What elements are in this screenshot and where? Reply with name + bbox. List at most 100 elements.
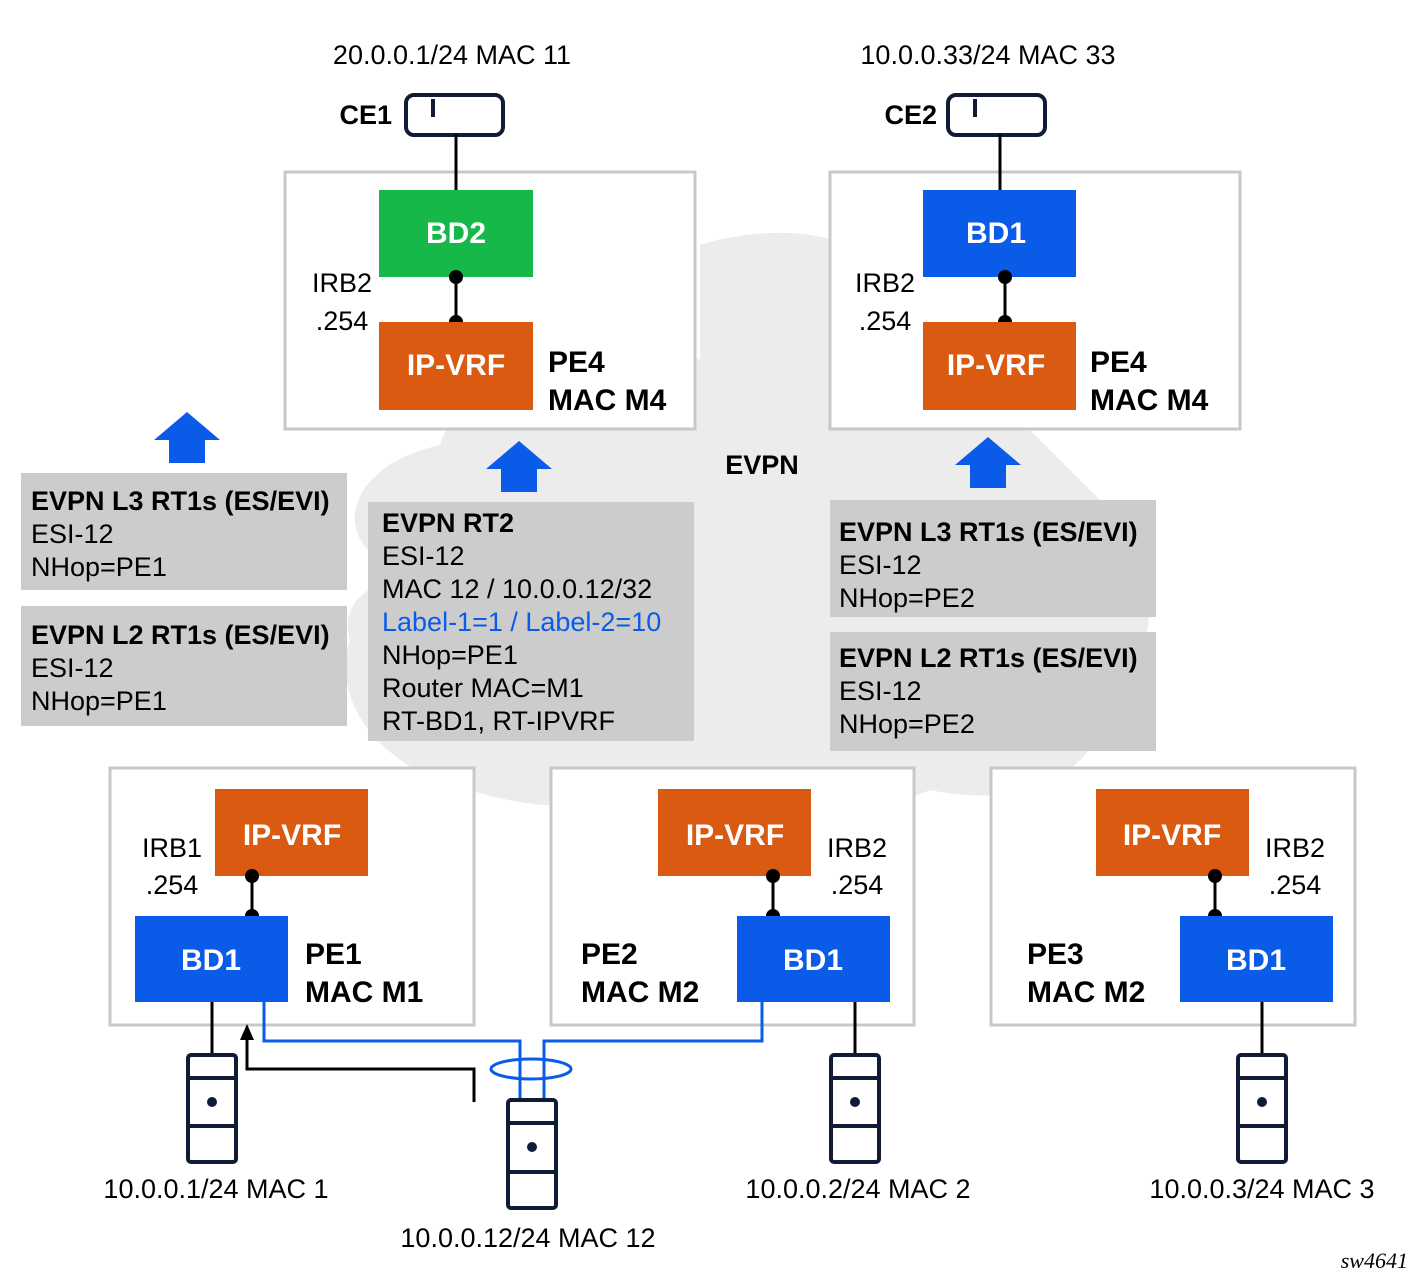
ce2-router-icon — [946, 93, 1047, 137]
route-labels: Label-1=1 / Label-2=10 — [382, 607, 661, 637]
left-l2-rt1-box: EVPN L2 RT1s (ES/EVI) ESI-12 NHop=PE1 — [21, 606, 347, 726]
pe4-left: BD2 IRB2 .254 IP-VRF PE4 MAC M4 — [283, 135, 697, 431]
irb-address: .254 — [316, 306, 369, 336]
traffic-path-arrow — [245, 1034, 476, 1102]
bd1-box — [1180, 916, 1333, 1002]
route-router-mac: Router MAC=M1 — [382, 673, 584, 703]
bd1-label: BD1 — [181, 944, 241, 977]
irb-endpoint — [1208, 869, 1222, 883]
pe-name: PE2 — [581, 938, 638, 971]
pe-mac: MAC M1 — [305, 976, 423, 1009]
ce1-router-icon — [404, 93, 505, 137]
route-esi: ESI-12 — [382, 541, 465, 571]
pe-name: PE4 — [1090, 346, 1147, 379]
ipvrf-label: IP-VRF — [243, 819, 341, 852]
pe-name: PE4 — [548, 346, 605, 379]
es-link-pe2 — [542, 1002, 764, 1100]
lag-ellipse-icon — [489, 1057, 573, 1081]
bd1-box — [135, 916, 288, 1002]
ce1: 20.0.0.1/24 MAC 11 CE1 — [333, 40, 571, 137]
irb-endpoint — [766, 869, 780, 883]
host3-server-icon — [1236, 1053, 1288, 1164]
irb-endpoint — [449, 270, 463, 284]
route-targets: RT-BD1, RT-IPVRF — [382, 706, 615, 736]
right-l3-rt1-box: EVPN L3 RT1s (ES/EVI) ESI-12 NHop=PE2 — [830, 500, 1156, 617]
host12-server-icon — [506, 1098, 558, 1210]
ce2-address: 10.0.0.33/24 MAC 33 — [860, 40, 1115, 70]
bd2-box — [379, 190, 533, 277]
irb-endpoint — [245, 869, 259, 883]
host2-address: 10.0.0.2/24 MAC 2 — [745, 1174, 970, 1204]
ipvrf-box — [658, 789, 811, 876]
up-arrow-icon — [955, 437, 1021, 488]
arrowhead-icon — [240, 1024, 254, 1040]
ce2-name: CE2 — [884, 100, 937, 130]
pe-mac: MAC M2 — [1027, 976, 1145, 1009]
pe4-right: BD1 IRB2 .254 IP-VRF PE4 MAC M4 — [828, 135, 1242, 431]
bd1-label: BD1 — [783, 944, 843, 977]
host1-server-icon — [186, 1053, 238, 1164]
es-link-pe1 — [262, 1002, 522, 1100]
evpn-label: EVPN — [725, 450, 799, 480]
route-esi: ESI-12 — [839, 676, 922, 706]
right-l2-rt1-box: EVPN L2 RT1s (ES/EVI) ESI-12 NHop=PE2 — [830, 632, 1156, 751]
pe-mac: MAC M4 — [548, 384, 667, 417]
route-title: EVPN L3 RT1s (ES/EVI) — [839, 517, 1138, 547]
pe1: IP-VRF IRB1 .254 BD1 PE1 MAC M1 — [108, 766, 476, 1027]
irb-endpoint — [998, 270, 1012, 284]
irb-name: IRB1 — [142, 833, 202, 863]
bd2-label: BD2 — [426, 217, 486, 250]
route-mac-ip: MAC 12 / 10.0.0.12/32 — [382, 574, 652, 604]
route-title: EVPN L2 RT1s (ES/EVI) — [839, 643, 1138, 673]
route-esi: ESI-12 — [839, 550, 922, 580]
route-esi: ESI-12 — [31, 653, 114, 683]
host3-address: 10.0.0.3/24 MAC 3 — [1149, 1174, 1374, 1204]
pe-mac: MAC M2 — [581, 976, 699, 1009]
host2-server-icon — [829, 1053, 881, 1164]
bd1-label: BD1 — [1226, 944, 1286, 977]
ipvrf-box — [1096, 789, 1249, 876]
host1-address: 10.0.0.1/24 MAC 1 — [103, 1174, 328, 1204]
bd1-box — [737, 916, 890, 1002]
route-esi: ESI-12 — [31, 519, 114, 549]
host12-address: 10.0.0.12/24 MAC 12 — [400, 1223, 655, 1253]
irb-address: .254 — [1269, 870, 1322, 900]
bd1-box — [923, 190, 1076, 277]
irb-address: .254 — [859, 306, 912, 336]
up-arrow-icon — [154, 412, 220, 463]
figure-id: sw4641 — [1341, 1248, 1408, 1273]
route-nhop: NHop=PE1 — [31, 686, 167, 716]
irb-name: IRB2 — [827, 833, 887, 863]
irb-name: IRB2 — [855, 268, 915, 298]
route-title: EVPN L3 RT1s (ES/EVI) — [31, 486, 330, 516]
irb-name: IRB2 — [1265, 833, 1325, 863]
pe2: IP-VRF IRB2 .254 BD1 PE2 MAC M2 — [549, 766, 916, 1027]
rt2-route-box: EVPN RT2 ESI-12 MAC 12 / 10.0.0.12/32 La… — [368, 502, 694, 741]
ipvrf-label: IP-VRF — [947, 349, 1045, 382]
route-nhop: NHop=PE1 — [382, 640, 518, 670]
up-arrow-icon — [486, 441, 552, 492]
pe-name: PE1 — [305, 938, 362, 971]
ipvrf-label: IP-VRF — [407, 349, 505, 382]
irb-address: .254 — [146, 870, 199, 900]
bd1-label: BD1 — [966, 217, 1026, 250]
route-title: EVPN RT2 — [382, 508, 514, 538]
irb-address: .254 — [831, 870, 884, 900]
ce2: 10.0.0.33/24 MAC 33 CE2 — [860, 40, 1116, 137]
ipvrf-box — [923, 322, 1076, 410]
route-nhop: NHop=PE2 — [839, 583, 975, 613]
pe-name: PE3 — [1027, 938, 1084, 971]
ipvrf-label: IP-VRF — [686, 819, 784, 852]
ipvrf-label: IP-VRF — [1123, 819, 1221, 852]
ipvrf-box — [379, 322, 533, 410]
left-l3-rt1-box: EVPN L3 RT1s (ES/EVI) ESI-12 NHop=PE1 — [21, 473, 347, 590]
route-nhop: NHop=PE1 — [31, 552, 167, 582]
route-title: EVPN L2 RT1s (ES/EVI) — [31, 620, 330, 650]
ipvrf-box — [215, 789, 368, 876]
ce1-name: CE1 — [339, 100, 392, 130]
ce1-address: 20.0.0.1/24 MAC 11 — [333, 40, 571, 70]
pe3: IP-VRF IRB2 .254 BD1 PE3 MAC M2 — [989, 766, 1357, 1027]
irb-name: IRB2 — [312, 268, 372, 298]
route-nhop: NHop=PE2 — [839, 709, 975, 739]
